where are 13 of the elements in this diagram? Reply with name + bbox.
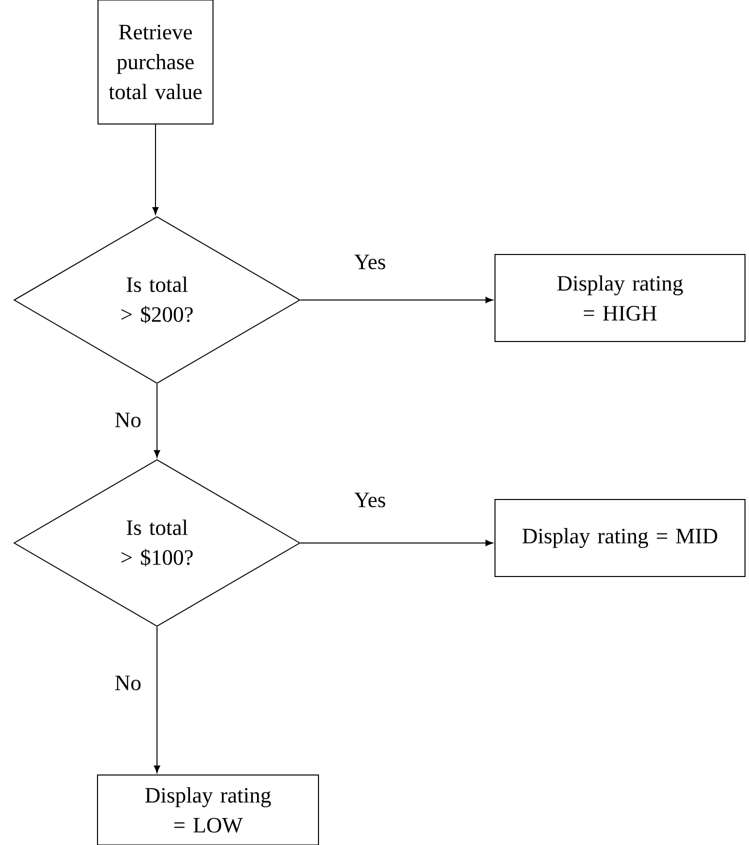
edge-label: No [114,674,142,692]
process-box: Display rating = LOW [97,774,319,845]
process-box: Display rating = HIGH [494,254,746,342]
edge-label: No [114,412,142,428]
edge-label: Yes [353,492,387,508]
arrow [300,540,493,546]
arrow [300,296,493,304]
arrow [154,383,160,458]
edge-label: Yes [353,254,387,270]
arrow [152,124,159,215]
arrow [154,626,160,773]
process-box: Retrieve purchase total value [98,0,214,124]
process-box: Display rating = MID [494,499,746,577]
